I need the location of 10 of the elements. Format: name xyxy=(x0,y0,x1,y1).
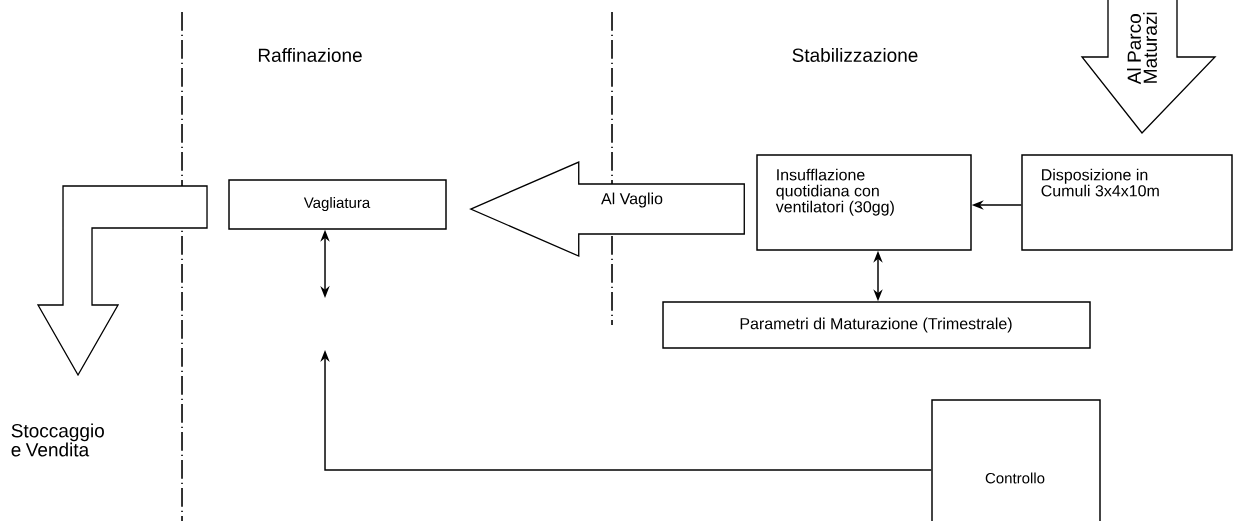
process-box: Vagliatura xyxy=(228,179,447,230)
destination-label: Stoccaggio e Vendita xyxy=(11,423,104,457)
edge-label: Al Vaglio xyxy=(599,191,665,209)
stage-heading: Stabilizzazione xyxy=(792,48,918,62)
process-box: Controllo xyxy=(931,399,1101,521)
process-box: Disposizione in Cumuli 3x4x10m xyxy=(1021,154,1233,251)
process-box: Insufflazione quotidiana con ventilatori (30gg) xyxy=(756,154,972,251)
process-box: Parametri di Maturazione (Trimestrale) xyxy=(662,301,1091,349)
stage-heading: Raffinazione xyxy=(258,48,362,62)
block-arrow xyxy=(36,185,208,377)
